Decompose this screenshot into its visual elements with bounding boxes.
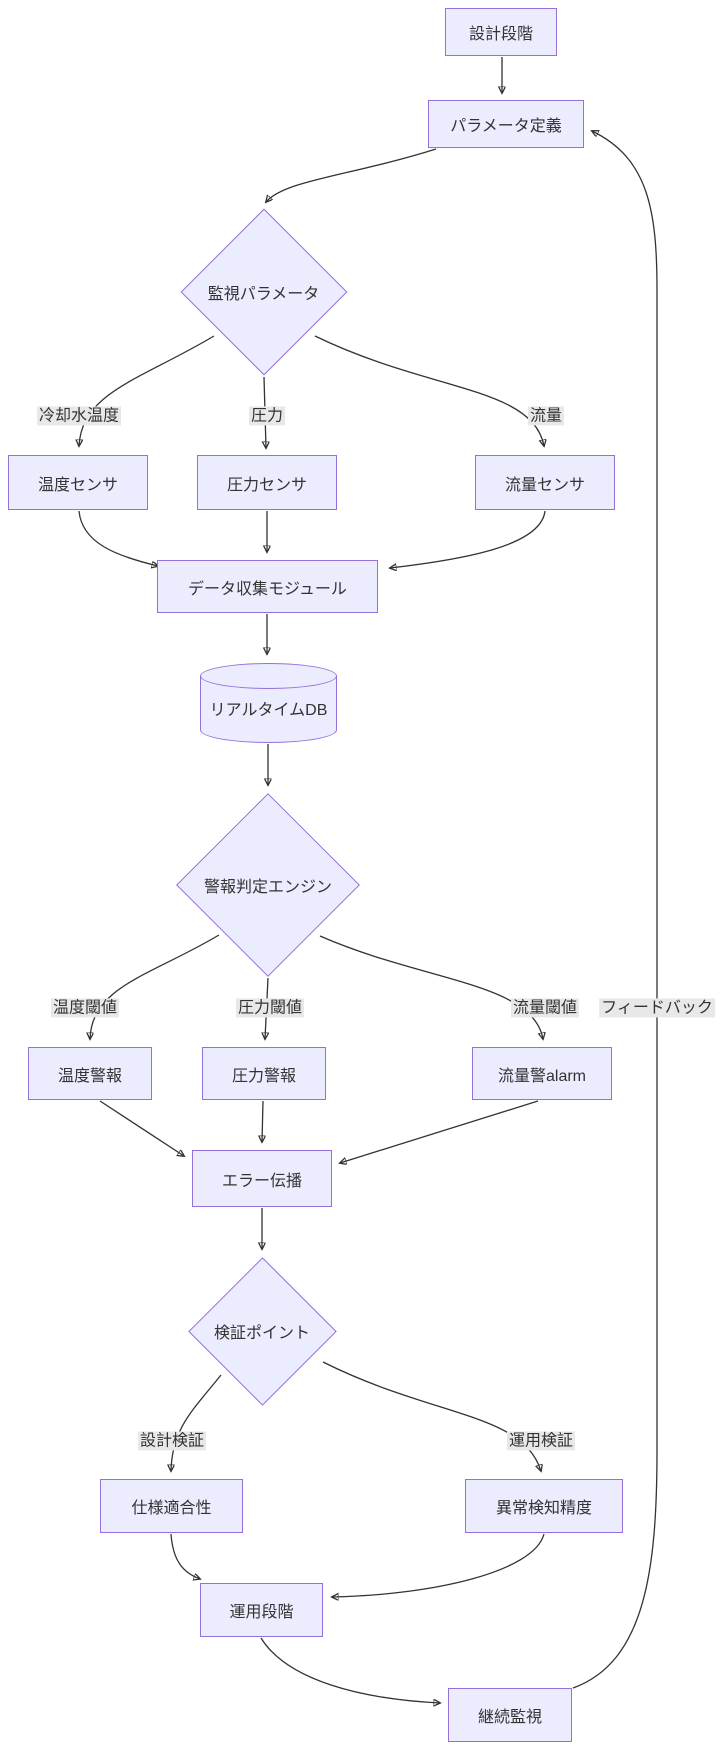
node-error-propagation: エラー伝播 (192, 1150, 332, 1207)
edge-label-feedback: フィードバック (599, 998, 715, 1018)
edge-param-to-monitor (266, 148, 437, 202)
edge-spec-to-operation (170, 1533, 200, 1579)
node-anomaly-detection-accuracy: 異常検知精度 (465, 1479, 623, 1533)
node-spec-conformity: 仕様適合性 (100, 1479, 243, 1533)
edge-label-operation-verification: 運用検証 (506, 1431, 576, 1451)
node-pressure-alarm: 圧力警報 (202, 1047, 326, 1100)
edge-pressure-alarm-to-error (262, 1100, 263, 1142)
realtime-db-label: リアルタイムDB (209, 702, 328, 719)
edge-label-flow-threshold: 流量閾値 (510, 998, 580, 1018)
node-data-collection-module: データ収集モジュール (157, 560, 378, 613)
edge-label-temp-threshold: 温度閾値 (50, 998, 120, 1018)
edge-monitor-to-temp-sensor (79, 335, 215, 446)
node-temperature-sensor: 温度センサ (8, 455, 148, 510)
edge-label-pressure: 圧力 (248, 406, 286, 426)
alarm-judgment-engine-label: 警報判定エンジン (203, 879, 332, 896)
edge-flow-alarm-to-error (340, 1100, 539, 1163)
edge-feedback-loop (572, 131, 658, 1689)
node-operation-phase: 運用段階 (200, 1583, 323, 1637)
edge-engine-to-flow-alarm (319, 935, 543, 1039)
node-verification-point: 検証ポイント (187, 1256, 337, 1406)
node-alarm-judgment-engine: 警報判定エンジン (176, 793, 360, 977)
node-pressure-sensor: 圧力センサ (197, 455, 337, 510)
edge-anomaly-to-operation (332, 1533, 545, 1597)
edge-label-flow: 流量 (527, 406, 565, 426)
edge-label-pressure-threshold: 圧力閾値 (235, 998, 305, 1018)
node-design-phase: 設計段階 (445, 8, 557, 56)
node-flow-alarm: 流量警alarm (472, 1047, 612, 1100)
node-continuous-monitoring: 継続監視 (448, 1688, 572, 1742)
edge-temp-sensor-to-collect (78, 510, 158, 566)
node-monitoring-parameters: 監視パラメータ (180, 208, 347, 375)
edge-engine-to-temp-alarm (90, 934, 220, 1039)
edge-label-cooling-water-temp: 冷却水温度 (36, 406, 122, 426)
edge-flow-sensor-to-collect (390, 510, 546, 568)
monitoring-parameters-label: 監視パラメータ (207, 285, 320, 303)
edge-monitor-to-flow-sensor (314, 335, 544, 446)
edge-label-design-verification: 設計検証 (137, 1431, 207, 1451)
node-temperature-alarm: 温度警報 (28, 1047, 152, 1100)
edge-temp-alarm-to-error (99, 1100, 184, 1156)
verification-point-label: 検証ポイント (213, 1325, 310, 1342)
node-parameter-definition: パラメータ定義 (428, 100, 584, 148)
edge-verify-to-spec (171, 1374, 222, 1471)
edge-operation-to-continuous (260, 1637, 440, 1703)
node-realtime-db: リアルタイムDB (200, 663, 337, 743)
edge-verify-to-anomaly (322, 1361, 541, 1471)
node-flow-sensor: 流量センサ (475, 455, 615, 510)
